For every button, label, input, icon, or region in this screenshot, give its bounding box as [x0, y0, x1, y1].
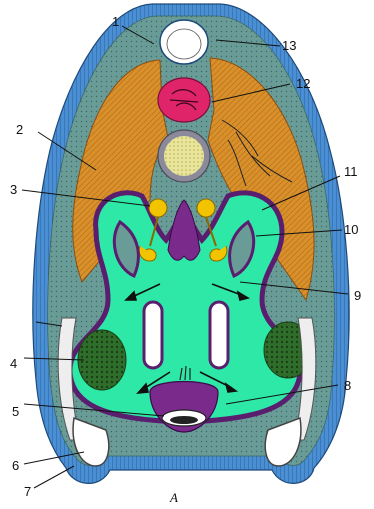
left-gonad — [78, 330, 126, 390]
left-nephric-duct — [149, 199, 167, 217]
neural-tube — [158, 78, 210, 122]
label-3: 3 — [10, 182, 17, 197]
left-central-slit — [144, 302, 162, 368]
label-11: 11 — [344, 164, 358, 179]
label-2: 2 — [16, 122, 23, 137]
right-nephric-duct — [197, 199, 215, 217]
right-central-slit — [210, 302, 228, 368]
label-4: 4 — [10, 356, 17, 371]
label-5: 5 — [12, 404, 19, 419]
label-12: 12 — [296, 76, 310, 91]
label-6: 6 — [12, 458, 19, 473]
label-1: 1 — [112, 14, 119, 29]
label-13: 13 — [282, 38, 296, 53]
label-9: 9 — [354, 288, 361, 303]
label-8: 8 — [344, 378, 351, 393]
label-7: 7 — [24, 484, 31, 499]
label-10: 10 — [344, 222, 358, 237]
figure-caption: A — [169, 490, 178, 505]
